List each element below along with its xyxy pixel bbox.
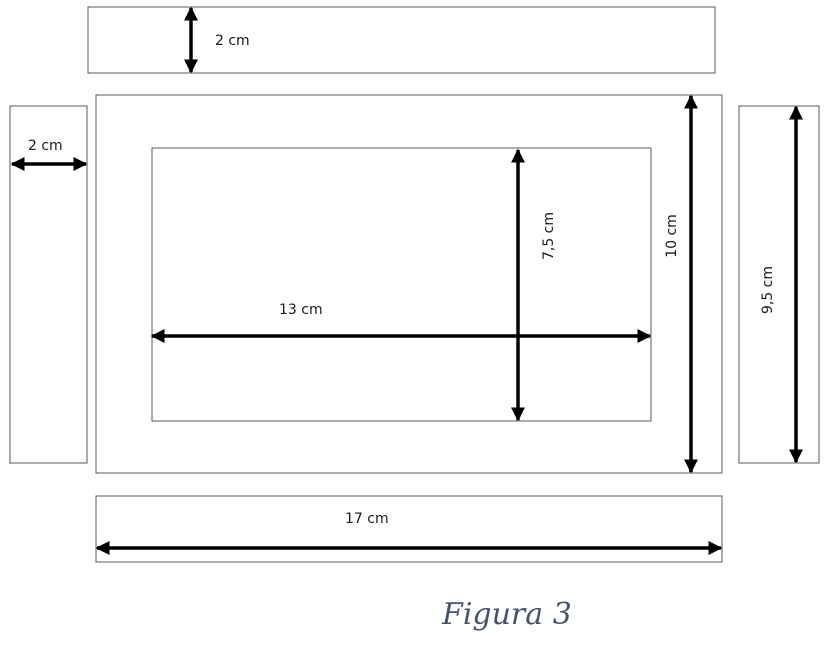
- left-strip: [9, 105, 88, 464]
- right-strip-height-label: 9,5 cm: [760, 266, 776, 314]
- figure-caption: Figura 3: [442, 597, 572, 632]
- left-strip-width-label: 2 cm: [28, 138, 63, 154]
- outer-height-label: 10 cm: [664, 214, 680, 258]
- inner-height-label: 7,5 cm: [541, 212, 557, 260]
- bottom-strip: [95, 495, 723, 563]
- right-strip: [738, 105, 820, 464]
- inner-rectangle: [151, 147, 652, 422]
- bottom-strip-width-label: 17 cm: [345, 511, 389, 527]
- top-strip: [87, 6, 716, 74]
- inner-width-label: 13 cm: [279, 302, 323, 318]
- top-strip-height-label: 2 cm: [215, 33, 250, 49]
